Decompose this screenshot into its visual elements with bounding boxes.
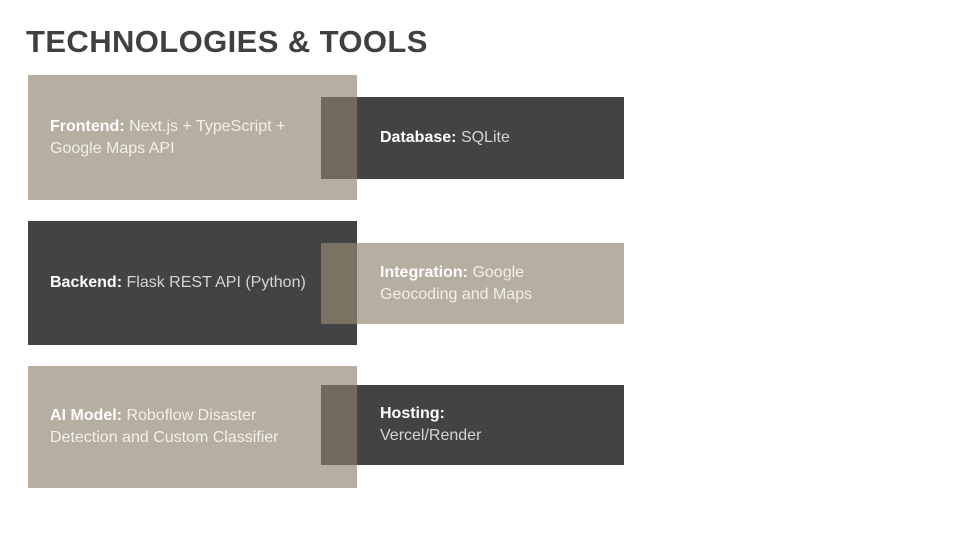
card-integration-label: Integration:: [380, 263, 468, 281]
card-backend-label: Backend:: [50, 274, 123, 291]
card-frontend-text: Frontend: Next.js + TypeScript + Google …: [50, 116, 324, 160]
card-backend-text: Backend: Flask REST API (Python): [50, 272, 306, 294]
card-integration: Integration: Google Geocoding and Maps: [321, 243, 624, 324]
card-hosting-text: Hosting: Vercel/Render: [380, 403, 481, 447]
card-backend-value: Flask REST API (Python): [126, 274, 306, 291]
card-hosting: Hosting: Vercel/Render: [321, 385, 624, 465]
card-integration-text: Integration: Google Geocoding and Maps: [380, 262, 588, 306]
overlap-accent-row1: [321, 97, 357, 179]
card-database-text: Database: SQLite: [380, 127, 510, 149]
card-database: Database: SQLite: [321, 97, 624, 179]
card-database-value: SQLite: [460, 129, 510, 146]
card-hosting-label: Hosting:: [380, 405, 445, 422]
card-frontend-label: Frontend:: [50, 117, 125, 135]
card-ai-model: AI Model: Roboflow Disaster Detection an…: [28, 366, 357, 488]
card-ai-model-value: Roboflow Disaster Detection and Custom C…: [50, 407, 279, 446]
card-backend: Backend: Flask REST API (Python): [28, 221, 357, 345]
card-frontend: Frontend: Next.js + TypeScript + Google …: [28, 75, 357, 200]
overlap-accent-row2: [321, 243, 357, 324]
card-frontend-value: Next.js + TypeScript + Google Maps API: [50, 117, 286, 157]
overlap-accent-row3: [321, 385, 357, 465]
card-ai-model-text: AI Model: Roboflow Disaster Detection an…: [50, 405, 324, 449]
page-title: TECHNOLOGIES & TOOLS: [26, 24, 428, 59]
card-database-label: Database:: [380, 129, 457, 146]
card-integration-value: Google Geocoding and Maps: [380, 263, 533, 303]
card-ai-model-label: AI Model:: [50, 407, 122, 424]
card-hosting-value: Vercel/Render: [380, 427, 482, 444]
